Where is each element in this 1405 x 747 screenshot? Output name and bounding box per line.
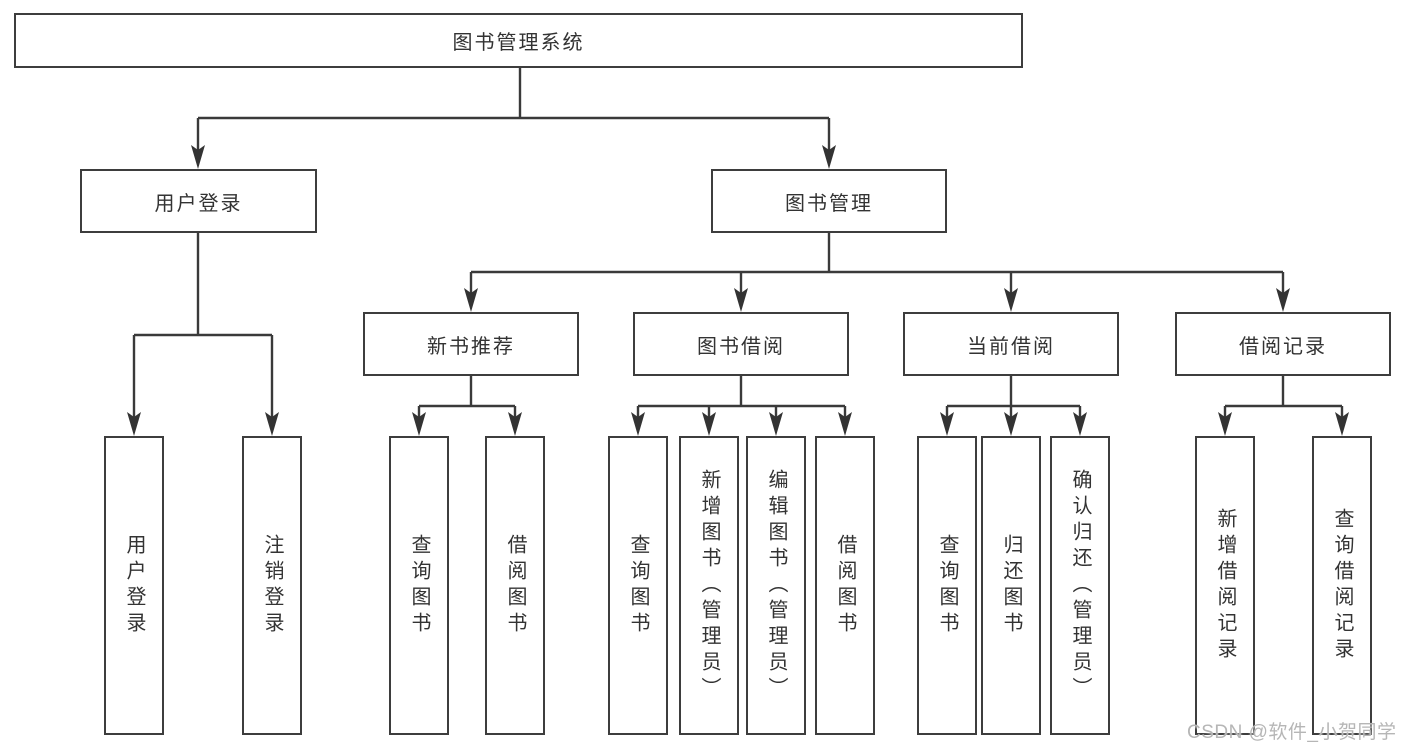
node-label: 用户登录 (123, 533, 145, 638)
node-label: 归还图书 (1000, 533, 1022, 638)
leaf-user-login: 用户登录 (104, 436, 164, 735)
node-label: 确认归还（管理员） (1069, 468, 1091, 703)
node-book-borrowing: 图书借阅 (633, 312, 849, 376)
leaf-add-book-admin: 新增图书（管理员） (679, 436, 739, 735)
leaf-edit-book-admin: 编辑图书（管理员） (746, 436, 806, 735)
leaf-query-books-current: 查询图书 (917, 436, 977, 735)
node-label: 编辑图书（管理员） (765, 468, 787, 703)
node-label: 图书管理系统 (452, 32, 585, 54)
leaf-confirm-return-admin: 确认归还（管理员） (1050, 436, 1110, 735)
leaf-query-books-recommend: 查询图书 (389, 436, 449, 735)
leaf-query-borrow-record: 查询借阅记录 (1312, 436, 1372, 735)
leaf-query-books-borrowing: 查询图书 (608, 436, 668, 735)
node-label: 借阅记录 (1239, 335, 1327, 358)
leaf-borrow-books-borrowing: 借阅图书 (815, 436, 875, 735)
node-label: 查询借阅记录 (1331, 507, 1353, 664)
node-label: 用户登录 (154, 192, 243, 215)
leaf-logout: 注销登录 (242, 436, 302, 735)
node-label: 图书管理 (785, 192, 873, 215)
node-new-book-recommend: 新书推荐 (363, 312, 579, 376)
node-label: 当前借阅 (967, 335, 1055, 358)
node-book-management: 图书管理 (711, 169, 947, 233)
node-label: 新书推荐 (427, 335, 515, 358)
node-user-login: 用户登录 (80, 169, 317, 233)
leaf-add-borrow-record: 新增借阅记录 (1195, 436, 1255, 735)
node-label: 查询图书 (408, 533, 430, 638)
node-label: 借阅图书 (504, 533, 526, 638)
node-label: 查询图书 (936, 533, 958, 638)
node-label: 借阅图书 (834, 533, 856, 638)
node-borrow-records: 借阅记录 (1175, 312, 1391, 376)
node-label: 查询图书 (627, 533, 649, 638)
node-label: 图书借阅 (697, 335, 785, 358)
csdn-watermark: CSDN @软件_小贺同学 (1187, 722, 1397, 743)
node-library-management-system: 图书管理系统 (14, 13, 1023, 68)
node-label: 新增借阅记录 (1214, 507, 1236, 664)
node-label: 注销登录 (261, 533, 283, 638)
node-current-borrowing: 当前借阅 (903, 312, 1119, 376)
node-label: 新增图书（管理员） (698, 468, 720, 703)
leaf-return-book: 归还图书 (981, 436, 1041, 735)
arrowheads (127, 145, 1349, 436)
leaf-borrow-books-recommend: 借阅图书 (485, 436, 545, 735)
